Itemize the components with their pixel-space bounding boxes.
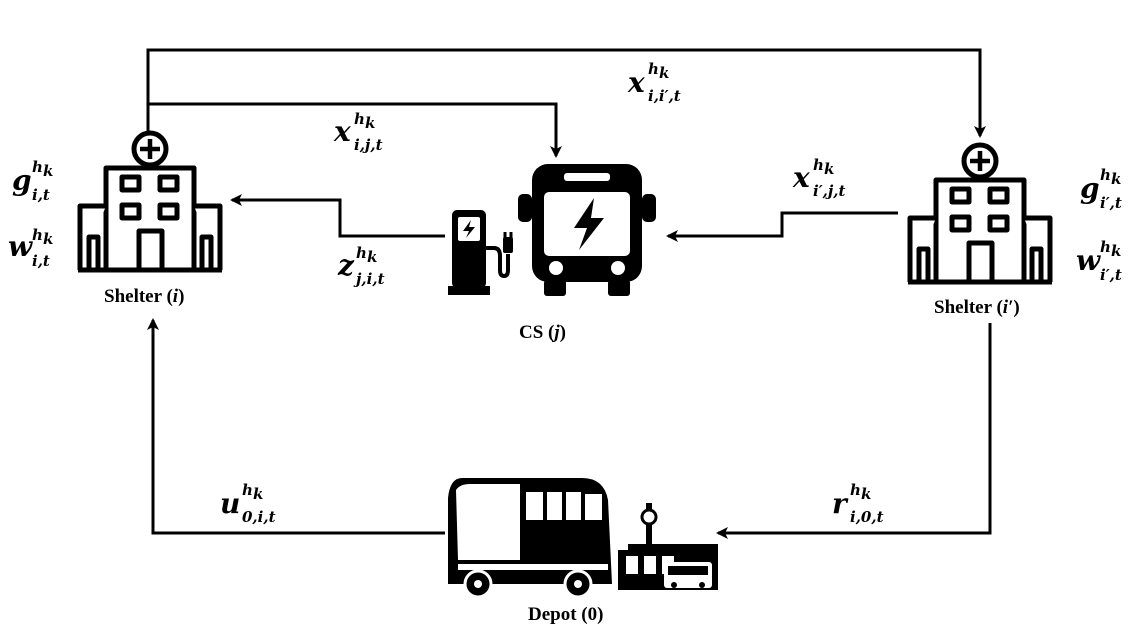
edge-shelter-i-to-shelter-ip [146,48,986,148]
svg-text:i,t: i,t [32,252,50,270]
svg-text:h: h [32,226,43,244]
svg-text:i′,t: i′,t [1100,266,1122,284]
svg-text:0,i,t: 0,i,t [242,508,276,526]
svg-text:k: k [253,485,263,503]
svg-text:h: h [813,156,824,174]
var-g-i: g h k i,t [12,158,53,204]
coach-bus-icon [448,478,612,599]
var-x-ip-j: x h k i′,j,t [792,156,846,200]
svg-text:k: k [824,160,834,178]
svg-text:u: u [220,487,240,520]
svg-text:z: z [337,249,355,282]
svg-text:x: x [792,161,810,194]
svg-text:i′,j,t: i′,j,t [813,182,846,200]
var-z-j-i: z h k j,i,t [337,244,385,288]
svg-text:h: h [648,60,659,78]
shelter-i-label: Shelter (i) [104,286,184,307]
shelter-ip-label: Shelter (i′) [934,297,1020,318]
svg-text:r: r [832,487,849,520]
svg-text:k: k [367,248,377,266]
cs-label: CS (j) [519,322,566,343]
var-w-i: w h k i,t [8,226,53,270]
svg-text:k: k [659,64,669,82]
svg-text:h: h [356,244,367,262]
svg-text:h: h [850,481,861,499]
var-r-i-0: r h k i,0,t [832,481,884,526]
svg-text:k: k [43,230,53,248]
edge-shelter-i-to-cs [148,102,562,158]
bus-depot-icon [448,478,718,599]
var-u-0-i: u h k 0,i,t [220,481,276,526]
hospital-building-icon [77,130,223,273]
svg-text:h: h [354,110,365,128]
svg-text:j,i,t: j,i,t [353,270,385,288]
svg-text:g: g [12,164,32,197]
svg-text:k: k [1111,170,1121,188]
var-w-ip: w h k i′,t [1076,238,1122,284]
svg-text:x: x [333,115,351,148]
svg-text:k: k [43,162,53,180]
svg-text:x: x [627,66,645,99]
svg-text:i,0,t: i,0,t [850,508,884,526]
svg-text:h: h [32,158,43,176]
svg-text:i,i′,t: i,i′,t [648,87,681,105]
svg-text:k: k [861,485,871,503]
svg-text:k: k [1111,242,1121,260]
svg-text:k: k [365,114,375,132]
svg-text:w: w [8,230,33,263]
var-g-ip: g h k i′,t [1080,166,1122,212]
edge-shelter-ip-to-cs [666,211,898,242]
svg-text:w: w [1076,244,1101,277]
terminal-building-icon [618,503,718,590]
hospital-building-icon [907,142,1053,285]
var-x-i-j: x h k i,j,t [333,110,383,154]
var-x-i-ip: x h k i,i′,t [627,60,681,105]
svg-text:g: g [1080,172,1100,205]
svg-text:h: h [1100,166,1111,184]
svg-text:i,j,t: i,j,t [354,136,383,154]
svg-text:h: h [242,481,253,499]
edge-cs-to-shelter-i [230,194,445,238]
electric-bus-icon [518,164,656,296]
edge-shelter-ip-to-depot [716,323,992,539]
charging-station-icon [448,210,513,295]
edge-depot-to-shelter-i [147,318,445,535]
depot-label: Depot (0) [528,604,603,625]
svg-text:i′,t: i′,t [1100,194,1122,212]
edges [146,48,992,539]
svg-text:i,t: i,t [32,186,50,204]
svg-text:h: h [1100,238,1111,256]
